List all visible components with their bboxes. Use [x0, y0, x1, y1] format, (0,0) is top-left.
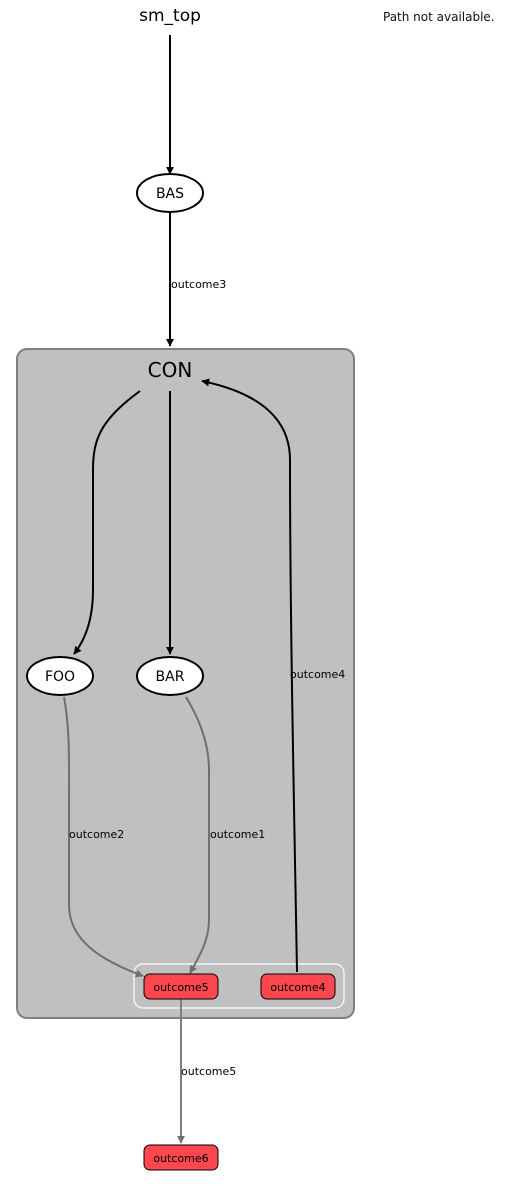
outcome-node-outcome6[interactable]: outcome6 [143, 1144, 219, 1171]
edge-label-outcome5: outcome5 [181, 1065, 236, 1078]
edge-con-to-foo [73, 390, 141, 655]
container-outcomes-box [133, 963, 345, 1009]
edge-label-outcome4: outcome4 [290, 668, 345, 681]
outcome-node-outcome5-label: outcome5 [153, 981, 208, 994]
edge-label-outcome3: outcome3 [171, 278, 226, 291]
edge-outcome4-to-con [201, 378, 298, 973]
state-node-bar[interactable]: BAR [136, 656, 204, 696]
outcome-node-outcome4[interactable]: outcome4 [260, 973, 336, 1000]
outcome-node-outcome5[interactable]: outcome5 [143, 973, 219, 1000]
state-node-foo-label: FOO [45, 669, 75, 685]
state-node-bar-label: BAR [156, 669, 185, 685]
edge-foo-to-outcome5 [63, 696, 144, 978]
edge-label-outcome2: outcome2 [69, 828, 124, 841]
root-node-label: sm_top [139, 6, 201, 26]
con-container-title: CON [148, 358, 193, 382]
state-node-bas[interactable]: BAS [136, 173, 204, 213]
state-node-foo[interactable]: FOO [26, 656, 94, 696]
status-text: Path not available. [383, 10, 495, 24]
edge-bar-to-outcome5 [185, 696, 210, 974]
outcome-node-outcome6-label: outcome6 [153, 1152, 208, 1165]
state-node-bas-label: BAS [156, 186, 184, 202]
edge-label-outcome1: outcome1 [210, 828, 265, 841]
outcome-node-outcome4-label: outcome4 [270, 981, 325, 994]
